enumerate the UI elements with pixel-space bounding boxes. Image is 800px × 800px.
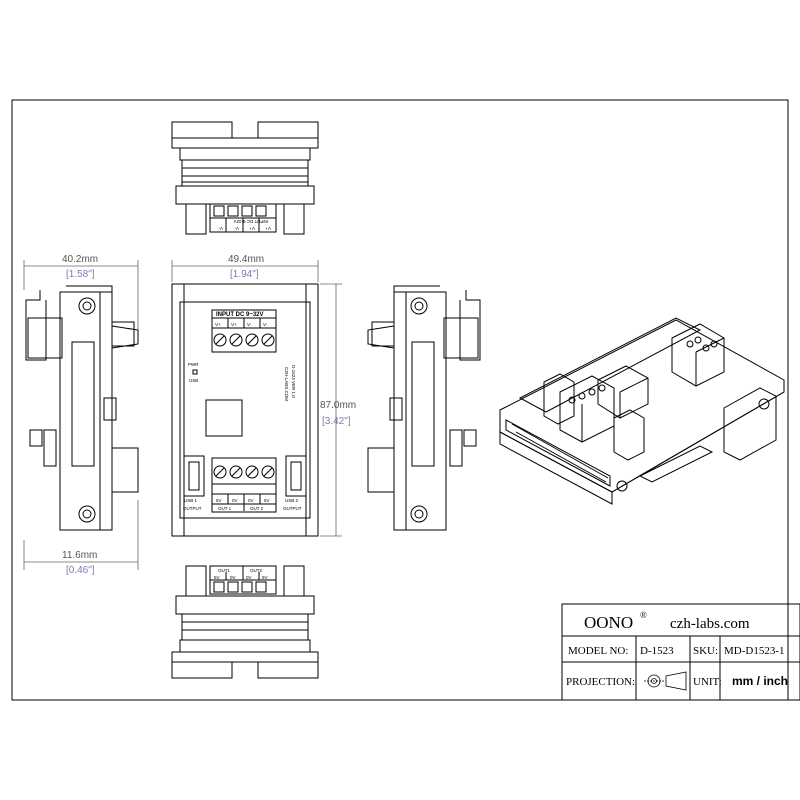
title-model-label: MODEL NO:	[568, 645, 628, 657]
bottom-view-terminal-2: 0V	[230, 575, 236, 580]
bottom-view-terminal-3: 0V	[246, 575, 252, 580]
title-unit-label: UNIT:	[693, 676, 722, 688]
board-out-terminal-3: 0V	[248, 498, 254, 503]
top-view-terminal-3: V-	[234, 226, 239, 231]
bottom-view-terminal-4: 5V	[262, 575, 268, 580]
board-input-terminal-2: V+	[231, 322, 237, 327]
board-out-terminal-1: 5V	[216, 498, 222, 503]
dim-bottom-line	[23, 500, 139, 570]
title-block-frame	[561, 603, 800, 701]
projection-symbol-icon	[644, 671, 687, 691]
dim-height-line	[320, 283, 342, 537]
title-unit-value: mm / inch	[732, 674, 788, 688]
board-usb1-output: OUTPUT	[183, 506, 202, 511]
title-brand: OONO	[584, 613, 633, 632]
title-projection-label: PROJECTION:	[566, 676, 635, 688]
title-sku-value: MD-D1523-1	[724, 645, 785, 657]
bottom-view-out1: OUT1	[218, 568, 230, 573]
dim-height-mm: 87.0mm	[320, 400, 356, 411]
bottom-view-terminal-1: 5V	[214, 575, 220, 580]
left-side-view	[25, 285, 139, 531]
board-usb-label: USB	[189, 378, 198, 383]
title-model-value: D-1523	[640, 645, 674, 657]
isometric-view	[499, 317, 785, 505]
board-usb2-label: USB 2	[285, 498, 299, 503]
bottom-view	[171, 565, 319, 679]
board-version: D-1523 VER 1.0	[291, 365, 296, 398]
top-view-terminal-4: V-	[218, 226, 223, 231]
top-view-terminal-1: V+	[265, 226, 271, 231]
top-view-terminal-2: V+	[249, 226, 255, 231]
title-site: czh-labs.com	[670, 616, 750, 632]
top-view	[171, 121, 319, 235]
dim-top-line	[171, 260, 319, 282]
board-out2-label: OUT 2	[250, 506, 264, 511]
dim-bottom-in: [0.46"]	[66, 565, 95, 576]
board-out1-label: OUT 1	[218, 506, 232, 511]
title-brand-reg: ®	[640, 610, 647, 620]
board-out-terminal-4: 5V	[264, 498, 270, 503]
dim-width-mm: 40.2mm	[62, 254, 98, 265]
board-input-terminal-3: V-	[247, 322, 252, 327]
board-site: CZH-LABS.COM	[284, 367, 289, 401]
board-out-terminal-2: 0V	[232, 498, 238, 503]
sheet-border	[11, 99, 789, 701]
board-input-label: INPUT DC 9~32V	[216, 312, 264, 318]
dim-bottom-mm: 11.6mm	[62, 550, 97, 561]
bottom-view-out2: OUT2	[250, 568, 262, 573]
board-input-terminal-4: V-	[263, 322, 268, 327]
right-side-view	[367, 285, 481, 531]
dim-width-line	[23, 260, 139, 330]
front-view	[171, 283, 319, 537]
board-pwr-label: PWR	[188, 362, 199, 367]
dim-top-in: [1.94"]	[230, 269, 259, 280]
title-sku-label: SKU:	[693, 645, 718, 657]
dim-top-mm: 49.4mm	[228, 254, 264, 265]
dim-height-in: [3.42"]	[322, 416, 351, 427]
dim-width-in: [1.58"]	[66, 269, 95, 280]
top-view-input-label: INPUT DC 9-32V	[234, 219, 268, 224]
board-input-terminal-1: V+	[215, 322, 221, 327]
board-usb1-label: USB 1	[184, 498, 198, 503]
board-usb2-output: OUTPUT	[283, 506, 302, 511]
